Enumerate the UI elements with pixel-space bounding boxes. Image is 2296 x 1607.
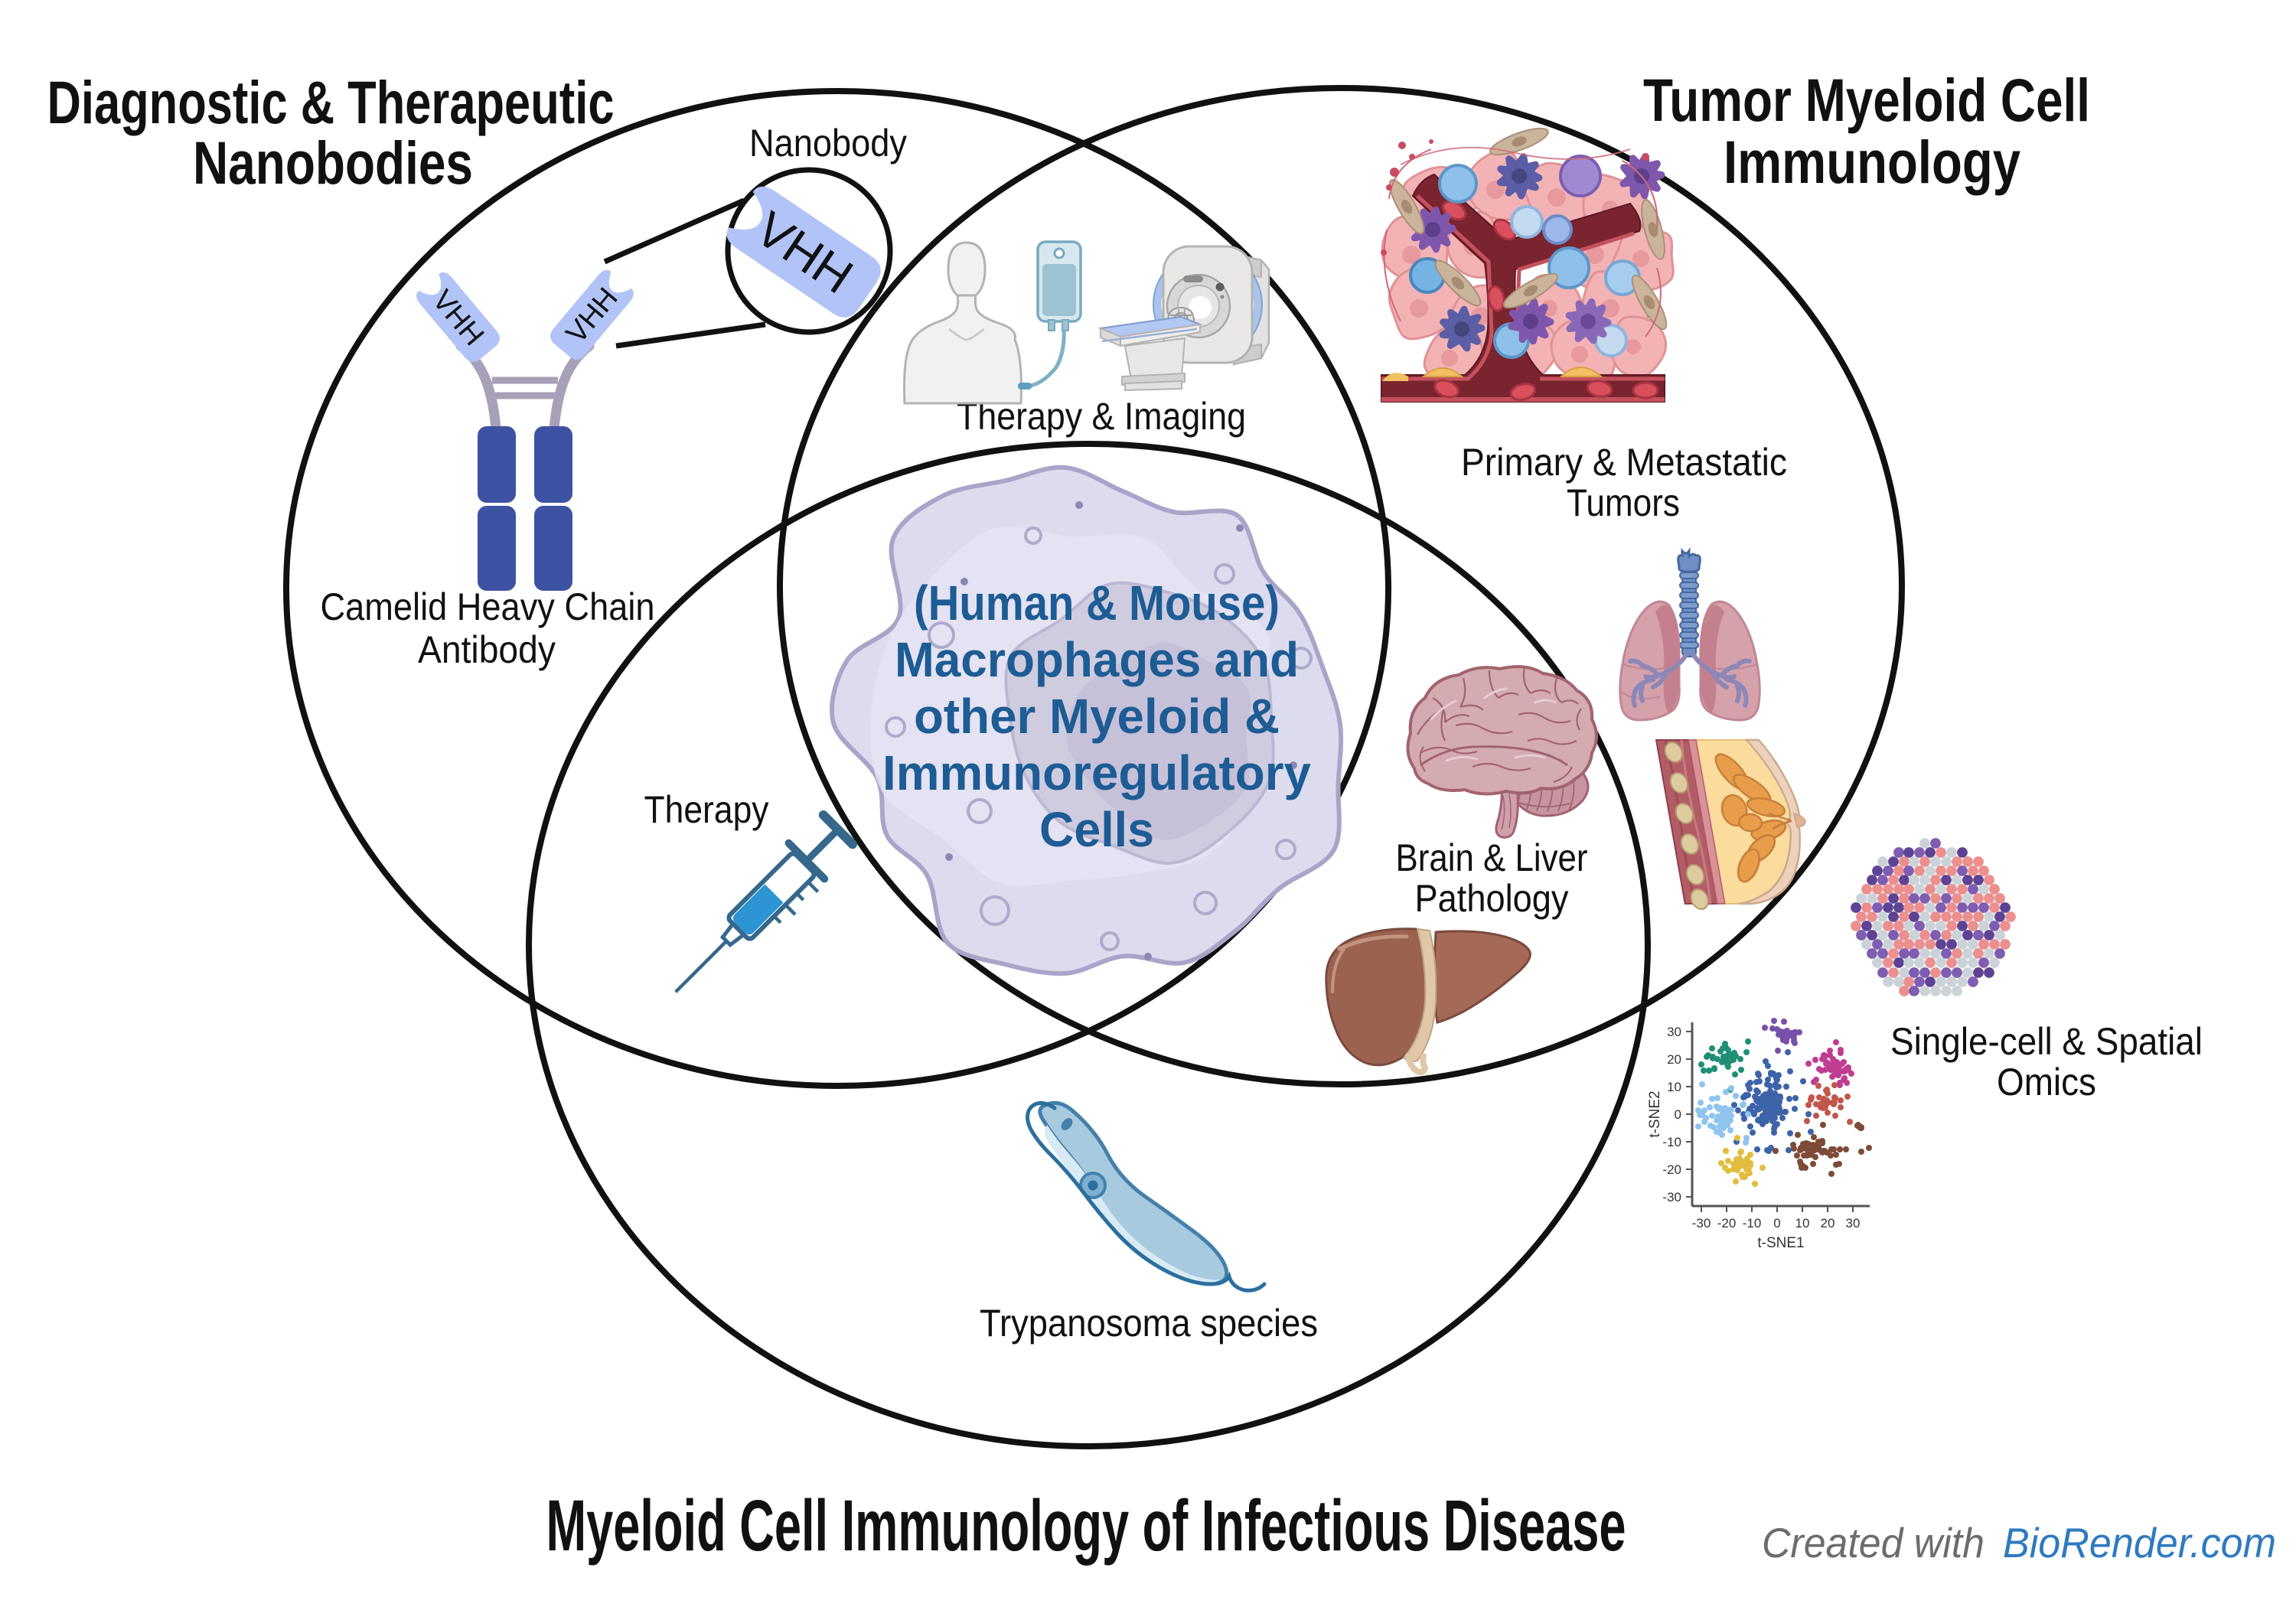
svg-text:Therapy: Therapy <box>644 788 769 831</box>
svg-text:Pathology: Pathology <box>1415 877 1569 920</box>
svg-text:Omics: Omics <box>1997 1061 2096 1103</box>
svg-text:20: 20 <box>1821 1216 1835 1231</box>
svg-text:Tumors: Tumors <box>1567 481 1680 524</box>
svg-text:-20: -20 <box>1662 1162 1681 1177</box>
svg-text:Immunoregulatory: Immunoregulatory <box>882 745 1311 800</box>
svg-text:-30: -30 <box>1662 1190 1681 1204</box>
svg-text:0: 0 <box>1773 1216 1780 1231</box>
svg-text:Diagnostic & Therapeutic: Diagnostic & Therapeutic <box>47 68 615 136</box>
svg-text:Myeloid Cell Immunology of Inf: Myeloid Cell Immunology of Infectious Di… <box>546 1485 1626 1566</box>
svg-text:-30: -30 <box>1692 1216 1711 1231</box>
svg-text:Camelid Heavy Chain: Camelid Heavy Chain <box>321 585 655 628</box>
svg-text:Trypanosoma species: Trypanosoma species <box>980 1302 1318 1345</box>
svg-text:Created with: Created with <box>1762 1519 1985 1566</box>
svg-text:Nanobody: Nanobody <box>749 122 907 165</box>
svg-text:other Myeloid &: other Myeloid & <box>914 689 1280 744</box>
svg-text:(Human & Mouse): (Human & Mouse) <box>914 575 1280 631</box>
svg-text:Cells: Cells <box>1039 802 1154 857</box>
svg-text:Antibody: Antibody <box>418 628 556 671</box>
svg-text:Nanobodies: Nanobodies <box>193 129 473 197</box>
svg-text:20: 20 <box>1667 1052 1681 1067</box>
svg-text:30: 30 <box>1667 1025 1681 1039</box>
svg-text:BioRender.com: BioRender.com <box>2003 1519 2276 1566</box>
svg-text:Tumor Myeloid Cell: Tumor Myeloid Cell <box>1643 66 2090 134</box>
svg-text:10: 10 <box>1667 1080 1681 1094</box>
svg-text:10: 10 <box>1795 1216 1810 1231</box>
svg-text:Macrophages and: Macrophages and <box>895 632 1299 687</box>
svg-text:30: 30 <box>1846 1216 1861 1231</box>
svg-text:Brain & Liver: Brain & Liver <box>1396 836 1588 879</box>
svg-text:-20: -20 <box>1717 1216 1737 1231</box>
svg-text:t-SNE1: t-SNE1 <box>1757 1235 1804 1251</box>
svg-text:0: 0 <box>1675 1107 1681 1122</box>
svg-text:t-SNE2: t-SNE2 <box>1647 1090 1663 1137</box>
svg-text:Immunology: Immunology <box>1724 128 2020 196</box>
svg-text:Single-cell & Spatial: Single-cell & Spatial <box>1890 1020 2203 1063</box>
svg-text:-10: -10 <box>1743 1216 1762 1231</box>
svg-text:-10: -10 <box>1662 1135 1681 1149</box>
svg-text:Primary & Metastatic: Primary & Metastatic <box>1461 441 1787 484</box>
